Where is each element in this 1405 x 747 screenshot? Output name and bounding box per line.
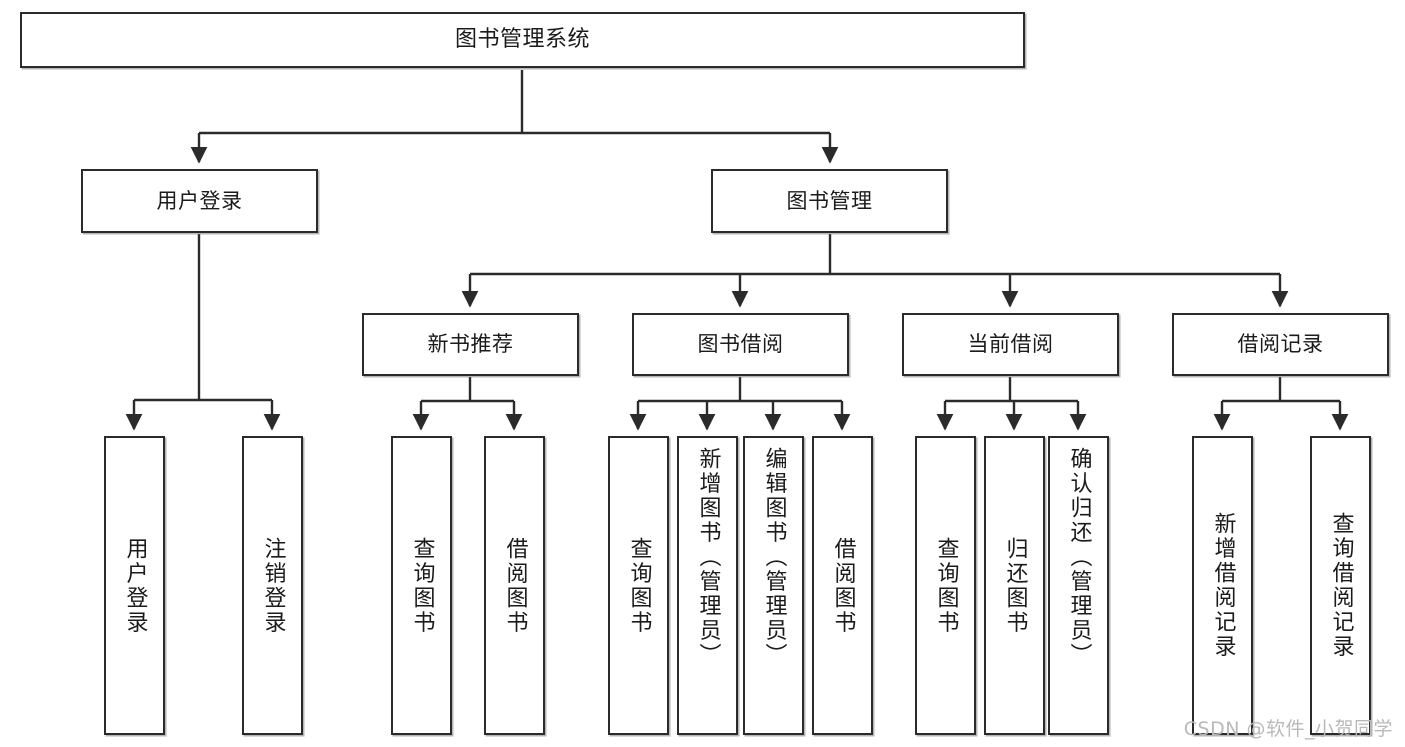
node-leaf-add-borrow-record[interactable]: 新增借阅记录: [1192, 436, 1253, 735]
node-leaf-query-book-borrow[interactable]: 查询图书: [608, 436, 669, 735]
node-label: 查询图书: [626, 536, 652, 635]
csdn-watermark: CSDN @软件_小贺同学: [1183, 718, 1393, 740]
node-book-manage[interactable]: 图书管理: [711, 169, 948, 233]
node-leaf-user-login[interactable]: 用户登录: [104, 436, 165, 735]
node-user-login[interactable]: 用户登录: [81, 169, 318, 233]
node-label: 当前借阅: [967, 332, 1054, 357]
node-new-book-recommend[interactable]: 新书推荐: [362, 313, 579, 376]
node-leaf-edit-book[interactable]: 编辑图书（管理员）: [743, 436, 804, 735]
node-leaf-query-book-current[interactable]: 查询图书: [915, 436, 976, 735]
node-label: 用户登录: [156, 188, 243, 213]
node-label: 图书借阅: [697, 332, 784, 357]
node-label: 编辑图书（管理员）: [761, 447, 787, 668]
node-leaf-confirm-return[interactable]: 确认归还（管理员）: [1048, 436, 1109, 735]
node-leaf-query-borrow-record[interactable]: 查询借阅记录: [1310, 436, 1371, 735]
node-label: 用户登录: [122, 536, 148, 635]
node-leaf-borrow-book[interactable]: 借阅图书: [812, 436, 873, 735]
node-label: 图书管理: [786, 188, 873, 213]
node-label: 查询图书: [409, 536, 435, 635]
node-leaf-borrow-book-recommend[interactable]: 借阅图书: [484, 436, 545, 735]
node-label: 归还图书: [1002, 536, 1028, 635]
node-label: 查询借阅记录: [1328, 512, 1354, 659]
node-leaf-query-book-recommend[interactable]: 查询图书: [391, 436, 452, 735]
node-root-system[interactable]: 图书管理系统: [20, 12, 1025, 68]
node-label: 新书推荐: [427, 332, 514, 357]
node-leaf-return-book[interactable]: 归还图书: [984, 436, 1045, 735]
node-label: 借阅图书: [502, 536, 528, 635]
node-book-borrow[interactable]: 图书借阅: [632, 313, 849, 376]
node-label: 新增图书（管理员）: [695, 447, 721, 668]
node-leaf-add-book[interactable]: 新增图书（管理员）: [677, 436, 738, 735]
node-label: 注销登录: [260, 536, 286, 635]
node-label: 查询图书: [933, 536, 959, 635]
node-leaf-logout[interactable]: 注销登录: [242, 436, 303, 735]
node-borrow-record[interactable]: 借阅记录: [1172, 313, 1389, 376]
node-label: 图书管理系统: [454, 27, 590, 53]
node-label: 借阅记录: [1237, 332, 1324, 357]
node-label: 借阅图书: [830, 536, 856, 635]
node-current-borrow[interactable]: 当前借阅: [902, 313, 1119, 376]
node-label: 确认归还（管理员）: [1066, 447, 1092, 668]
node-label: 新增借阅记录: [1210, 512, 1236, 659]
